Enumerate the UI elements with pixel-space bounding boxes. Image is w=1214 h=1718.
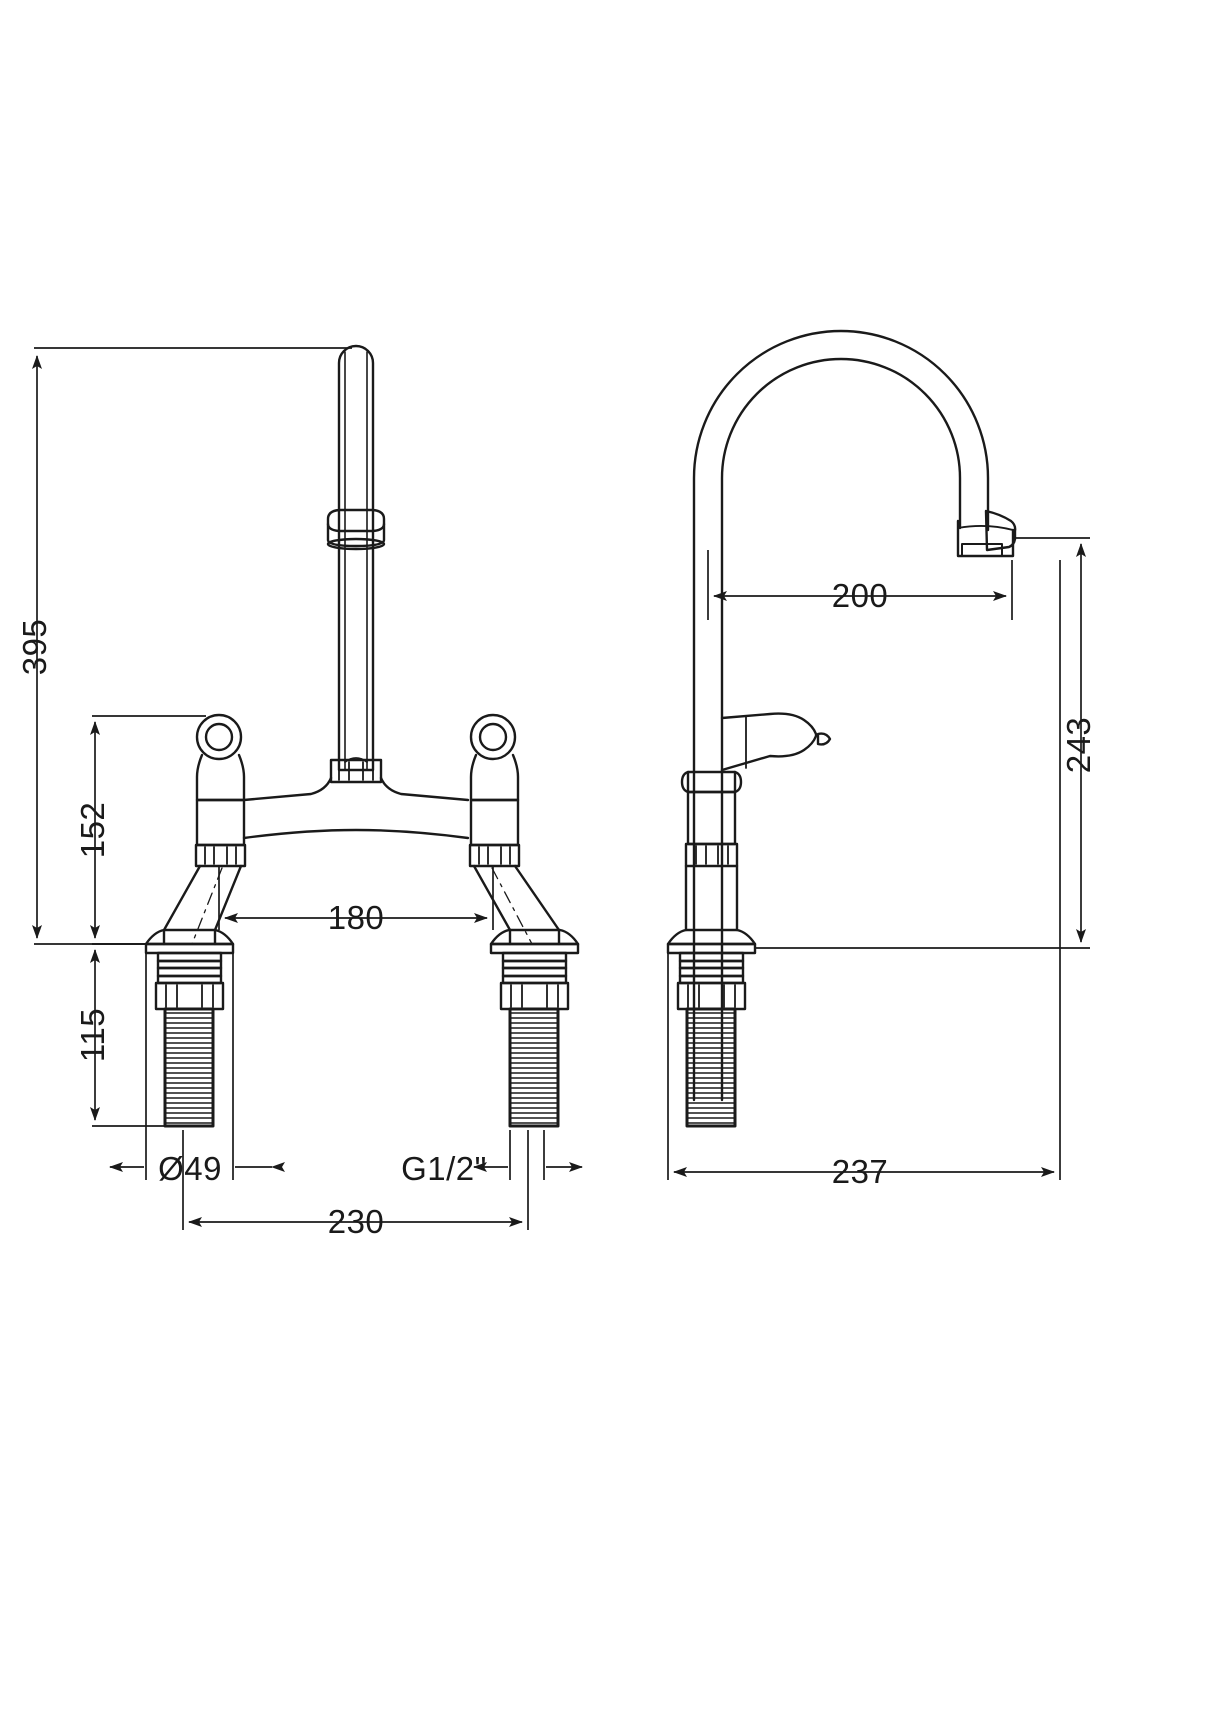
dim-label-diameter-49: Ø49 xyxy=(158,1150,222,1187)
side-lever-handle xyxy=(720,712,832,772)
dim-label-115: 115 xyxy=(74,1008,111,1062)
dim-label-230: 230 xyxy=(328,1203,385,1240)
gooseneck-outer xyxy=(692,329,990,1102)
side-view-geometry xyxy=(666,329,1017,1128)
right-valve-assembly xyxy=(468,713,580,1128)
dim-label-243: 243 xyxy=(1060,717,1097,774)
dim-label-395: 395 xyxy=(16,619,53,676)
valve-left-lug xyxy=(680,770,690,794)
dim-label-thread-g12: G1/2" xyxy=(401,1150,487,1187)
right-threaded-tail xyxy=(508,1007,560,1128)
left-hex-nut xyxy=(194,843,247,868)
dimension-labels: 395 152 115 180 Ø49 G1/2" 230 200 243 23… xyxy=(16,577,1097,1240)
dim-label-237: 237 xyxy=(832,1153,889,1190)
left-deck-flange xyxy=(144,928,235,946)
bridge-arm-left-top xyxy=(242,776,333,802)
valve-right-lug xyxy=(733,770,743,794)
right-thread-hatch xyxy=(510,1012,558,1124)
front-view-geometry xyxy=(144,344,580,1128)
gooseneck-inner xyxy=(720,357,962,1102)
dim-label-180: 180 xyxy=(328,899,385,936)
spout-outlet-cap xyxy=(984,509,1017,552)
side-thread-hatch xyxy=(687,1012,735,1124)
side-threaded-tail xyxy=(685,1007,737,1128)
dim-label-152: 152 xyxy=(74,802,111,859)
right-hex-nut xyxy=(468,843,521,868)
left-threaded-tail xyxy=(163,1007,215,1128)
riser-tube xyxy=(337,344,375,772)
right-deck-flange xyxy=(489,928,580,946)
left-valve-assembly xyxy=(144,713,247,1128)
bridge-arm-right-top xyxy=(379,776,470,802)
left-thread-hatch xyxy=(165,1012,213,1124)
bridge-arm-underside xyxy=(242,828,470,840)
dimension-lines xyxy=(32,347,1090,1230)
dim-label-200: 200 xyxy=(832,577,889,614)
